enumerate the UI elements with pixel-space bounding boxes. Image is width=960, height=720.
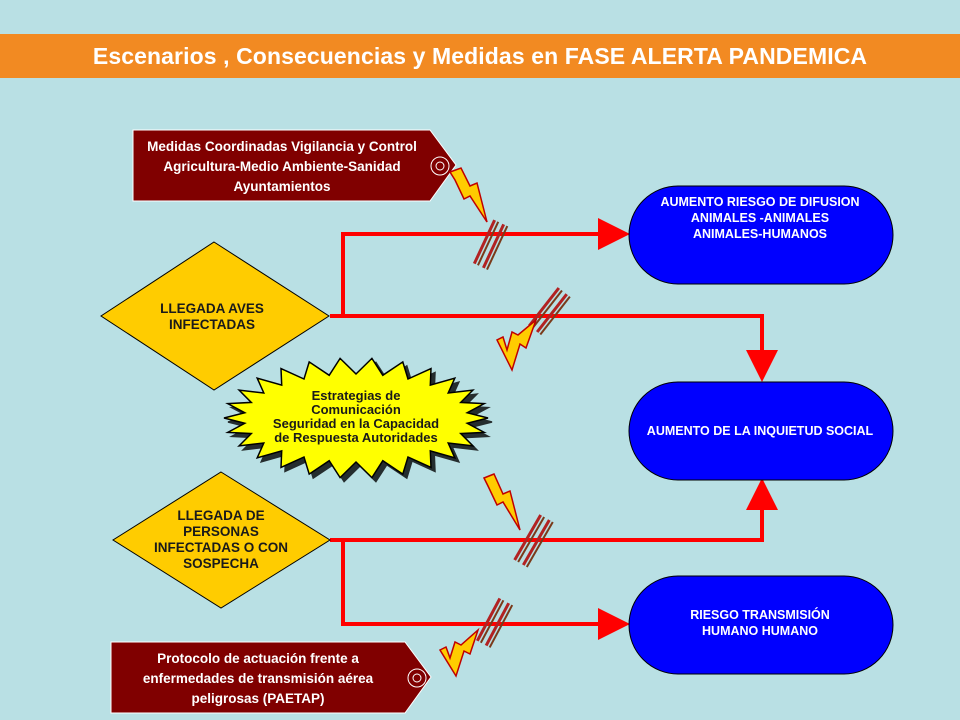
arrow-birds-to-social bbox=[330, 314, 778, 382]
outcome-diffusion-line-1: AUMENTO RIESGO DE DIFUSION bbox=[660, 195, 859, 209]
page-title: Escenarios , Consecuencias y Medidas en … bbox=[92, 42, 868, 69]
scenario-people-line-1: LLEGADA DE bbox=[177, 508, 264, 523]
lightning-bolts bbox=[438, 167, 538, 678]
arrow-people-to-social bbox=[330, 478, 778, 542]
title-bar: Escenarios , Consecuencias y Medidas en … bbox=[0, 34, 960, 78]
measure-top-line-2: Agricultura-Medio Ambiente-Sanidad bbox=[163, 159, 400, 174]
strategy-starburst: Estrategias de Comunicación Seguridad en… bbox=[223, 357, 489, 479]
scenario-diamond-people: LLEGADA DE PERSONAS INFECTADAS O CON SOS… bbox=[112, 471, 331, 609]
measure-top-line-3: Ayuntamientos bbox=[233, 179, 330, 194]
starburst-shape bbox=[223, 357, 489, 479]
measure-bottom-line-2: enfermedades de transmisión aérea bbox=[143, 671, 374, 686]
break-mark-icon bbox=[475, 597, 514, 648]
outcome-transmission-line-2: HUMANO HUMANO bbox=[702, 624, 818, 638]
scenario-diamond-birds: LLEGADA AVES INFECTADAS bbox=[100, 241, 330, 391]
outcome-transmission: RIESGO TRANSMISIÓN HUMANO HUMANO bbox=[628, 575, 894, 675]
strategy-line-3: Seguridad en la Capacidad bbox=[273, 416, 439, 431]
measure-box-top: Medidas Coordinadas Vigilancia y Control… bbox=[132, 129, 457, 202]
arrow-people-to-transmission bbox=[330, 538, 630, 640]
connectors bbox=[330, 218, 778, 640]
measure-top-line-1: Medidas Coordinadas Vigilancia y Control bbox=[147, 139, 417, 154]
outcome-diffusion: AUMENTO RIESGO DE DIFUSION ANIMALES -ANI… bbox=[628, 185, 894, 285]
outcome-diffusion-line-2: ANIMALES -ANIMALES bbox=[691, 211, 829, 225]
strategy-line-2: Comunicación bbox=[311, 402, 401, 417]
strategy-line-1: Estrategias de bbox=[312, 388, 401, 403]
scenario-people-line-4: SOSPECHA bbox=[183, 556, 259, 571]
target-ring-icon bbox=[430, 156, 450, 176]
scenario-people-line-3: INFECTADAS O CON bbox=[154, 540, 288, 555]
lightning-bolt-icon bbox=[482, 473, 521, 531]
target-ring-icon bbox=[407, 668, 427, 688]
scenario-birds-line-2: INFECTADAS bbox=[169, 317, 255, 332]
strategy-line-4: de Respuesta Autoridades bbox=[274, 430, 438, 445]
measure-bottom-line-1: Protocolo de actuación frente a bbox=[157, 651, 359, 666]
scenario-birds-line-1: LLEGADA AVES bbox=[160, 301, 264, 316]
arrow-birds-to-diffusion bbox=[330, 218, 630, 318]
break-mark-icon bbox=[528, 287, 571, 336]
outcome-social: AUMENTO DE LA INQUIETUD SOCIAL bbox=[628, 381, 894, 481]
scenario-people-line-2: PERSONAS bbox=[183, 524, 259, 539]
outcome-social-line-1: AUMENTO DE LA INQUIETUD SOCIAL bbox=[647, 424, 874, 438]
outcome-transmission-line-1: RIESGO TRANSMISIÓN bbox=[690, 607, 830, 622]
measure-bottom-line-3: peligrosas (PAETAP) bbox=[191, 691, 324, 706]
lightning-bolt-icon bbox=[438, 627, 480, 678]
measure-box-bottom: Protocolo de actuación frente a enfermed… bbox=[110, 641, 432, 714]
break-mark-icon bbox=[472, 219, 509, 270]
outcome-diffusion-line-3: ANIMALES-HUMANOS bbox=[693, 227, 827, 241]
lightning-bolt-icon bbox=[448, 167, 488, 223]
break-marks bbox=[472, 219, 571, 648]
lightning-bolt-icon bbox=[495, 317, 538, 373]
break-mark-icon bbox=[513, 514, 554, 568]
